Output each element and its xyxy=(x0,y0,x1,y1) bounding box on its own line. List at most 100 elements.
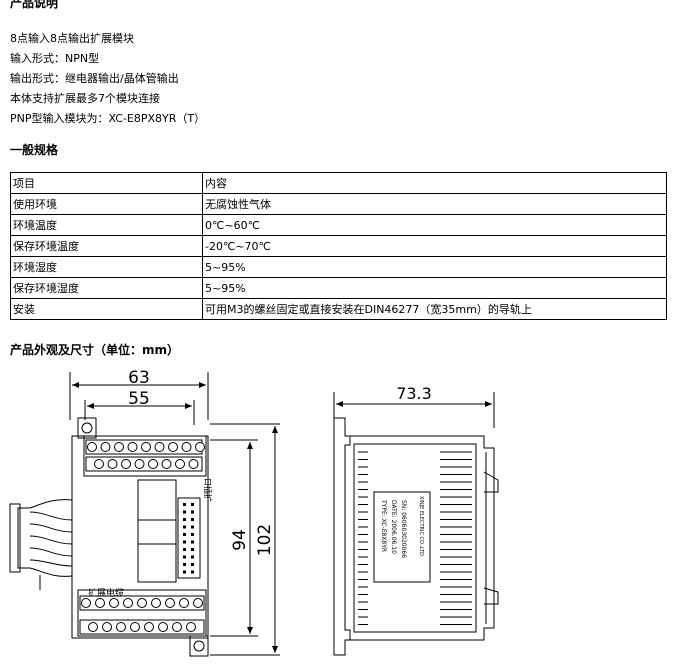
terminal-screw xyxy=(134,459,145,469)
table-cell: -20℃~70℃ xyxy=(202,235,667,257)
terminal-screw xyxy=(121,459,131,469)
terminal-screw xyxy=(137,598,147,608)
port-pin xyxy=(183,563,186,566)
terminal-screw xyxy=(158,622,168,632)
description-line: 输出形式：继电器输出/晶体管输出 xyxy=(10,72,179,85)
terminal-screws xyxy=(81,442,205,632)
table-cell: 环境湿度 xyxy=(10,256,203,278)
table-row: 环境湿度 5~95% xyxy=(10,256,667,278)
terminal-screw xyxy=(81,598,91,608)
expansion-port-pins xyxy=(183,503,194,574)
front-view-labels: 扩展电缆 口插扩 63 55 94 102 xyxy=(88,368,275,599)
nameplate-sn: SN: 060603020066 xyxy=(400,500,407,558)
dim-inner-width-label: 55 xyxy=(128,389,150,409)
terminal-screw xyxy=(186,622,196,632)
table-row: 环境温度 0℃~60℃ xyxy=(10,214,667,236)
terminal-screw xyxy=(109,598,119,608)
terminal-screw xyxy=(179,598,189,608)
table-cell: 5~95% xyxy=(202,256,667,278)
terminal-screw xyxy=(193,598,203,608)
table-cell: 安装 xyxy=(10,298,203,320)
port-pin xyxy=(191,525,194,529)
table-cell: 使用环境 xyxy=(10,193,203,215)
terminal-screw xyxy=(141,442,151,452)
port-pin xyxy=(183,540,186,544)
port-pin xyxy=(191,563,194,566)
port-pin xyxy=(191,518,194,521)
port-pin xyxy=(183,555,186,559)
terminal-screw xyxy=(144,622,154,632)
table-cell: 保存环境湿度 xyxy=(10,277,203,299)
terminal-screw xyxy=(148,459,158,469)
description-line: 8点输入8点输出扩展模块 xyxy=(10,32,134,45)
terminal-screw xyxy=(100,442,111,452)
port-pin xyxy=(191,533,194,536)
port-pin xyxy=(183,503,186,506)
terminal-screw xyxy=(94,459,104,469)
table-cell: 无腐蚀性气体 xyxy=(202,193,667,215)
terminal-screw xyxy=(107,459,118,469)
terminal-screw xyxy=(116,622,126,632)
terminal-screw xyxy=(154,442,165,452)
port-pin xyxy=(191,548,194,551)
terminal-screw xyxy=(175,459,185,469)
description-line: 输入形式：NPN型 xyxy=(10,52,100,65)
front-view xyxy=(9,372,280,657)
description-line: 本体支持扩展最多7个模块连接 xyxy=(10,92,160,105)
port-pin xyxy=(183,548,186,551)
spec-table: 项目 内容 使用环境 无腐蚀性气体 环境温度 0℃~60℃ 保存环境温度 -20… xyxy=(10,172,667,320)
dimension-drawing: 扩展电缆 口插扩 63 55 94 102 73.3 TYPE: XC-E8X8… xyxy=(9,368,499,657)
terminal-screw xyxy=(188,459,199,469)
table-cell: 5~95% xyxy=(202,277,667,299)
cable-label: 扩展电缆 xyxy=(88,587,124,599)
table-row: 保存环境温度 -20℃~70℃ xyxy=(10,235,667,257)
table-row: 安装 可用M3的螺丝固定或直接安装在DIN46277（宽35mm）的导轨上 xyxy=(10,298,667,320)
side-view xyxy=(333,392,499,656)
table-cell: 可用M3的螺丝固定或直接安装在DIN46277（宽35mm）的导轨上 xyxy=(202,298,667,320)
terminal-screw xyxy=(168,442,178,452)
table-cell: 保存环境温度 xyxy=(10,235,203,257)
terminal-screw xyxy=(88,622,98,632)
terminal-screw xyxy=(123,598,133,608)
port-pin xyxy=(183,510,186,514)
terminal-screw xyxy=(127,442,138,452)
dim-depth-label: 73.3 xyxy=(396,384,432,403)
table-row: 保存环境湿度 5~95% xyxy=(10,277,667,299)
terminal-screw xyxy=(87,442,97,452)
port-pin xyxy=(191,540,194,544)
side-view-labels: 73.3 TYPE: XC-E8X8YR DATE: 2006.06.10 SN… xyxy=(380,384,432,558)
port-pin xyxy=(191,555,194,559)
terminal-screw xyxy=(114,442,124,452)
dim-width-label: 63 xyxy=(128,368,150,388)
table-cell: 环境温度 xyxy=(10,214,203,236)
table-header-row: 项目 内容 xyxy=(10,172,667,194)
table-header-cell: 项目 xyxy=(10,172,203,194)
port-pin xyxy=(183,570,186,574)
terminal-screw xyxy=(181,442,192,452)
table-header-cell: 内容 xyxy=(202,172,667,194)
port-pin xyxy=(183,533,186,536)
port-pin xyxy=(191,570,194,574)
terminal-screw xyxy=(102,622,112,632)
side-vents xyxy=(358,451,472,625)
port-pin xyxy=(183,525,186,529)
nameplate-maker: XINJE ELECTRIC CO.,LTD xyxy=(418,496,424,556)
terminal-screw xyxy=(161,459,172,469)
port-pin xyxy=(191,510,194,514)
port-label: 口插扩 xyxy=(203,478,213,502)
nameplate-date: DATE: 2006.06.10 xyxy=(390,500,397,554)
terminal-screw xyxy=(151,598,161,608)
terminal-screw xyxy=(195,442,205,452)
terminal-screw xyxy=(172,622,182,632)
dimension-heading: 产品外观及尺寸（单位：mm） xyxy=(10,343,180,357)
general-spec-heading: 一般规格 xyxy=(10,143,59,157)
product-description-heading: 产品说明 xyxy=(10,0,59,10)
terminal-screw xyxy=(165,598,175,608)
description-line: PNP型输入模块为：XC-E8PX8YR（T） xyxy=(10,112,206,125)
dim-height-label: 102 xyxy=(255,524,275,556)
table-row: 使用环境 无腐蚀性气体 xyxy=(10,193,667,215)
port-pin xyxy=(183,518,186,521)
nameplate-type: TYPE: XC-E8X8YR xyxy=(380,499,387,552)
terminal-screw xyxy=(130,622,140,632)
table-cell: 0℃~60℃ xyxy=(202,214,667,236)
